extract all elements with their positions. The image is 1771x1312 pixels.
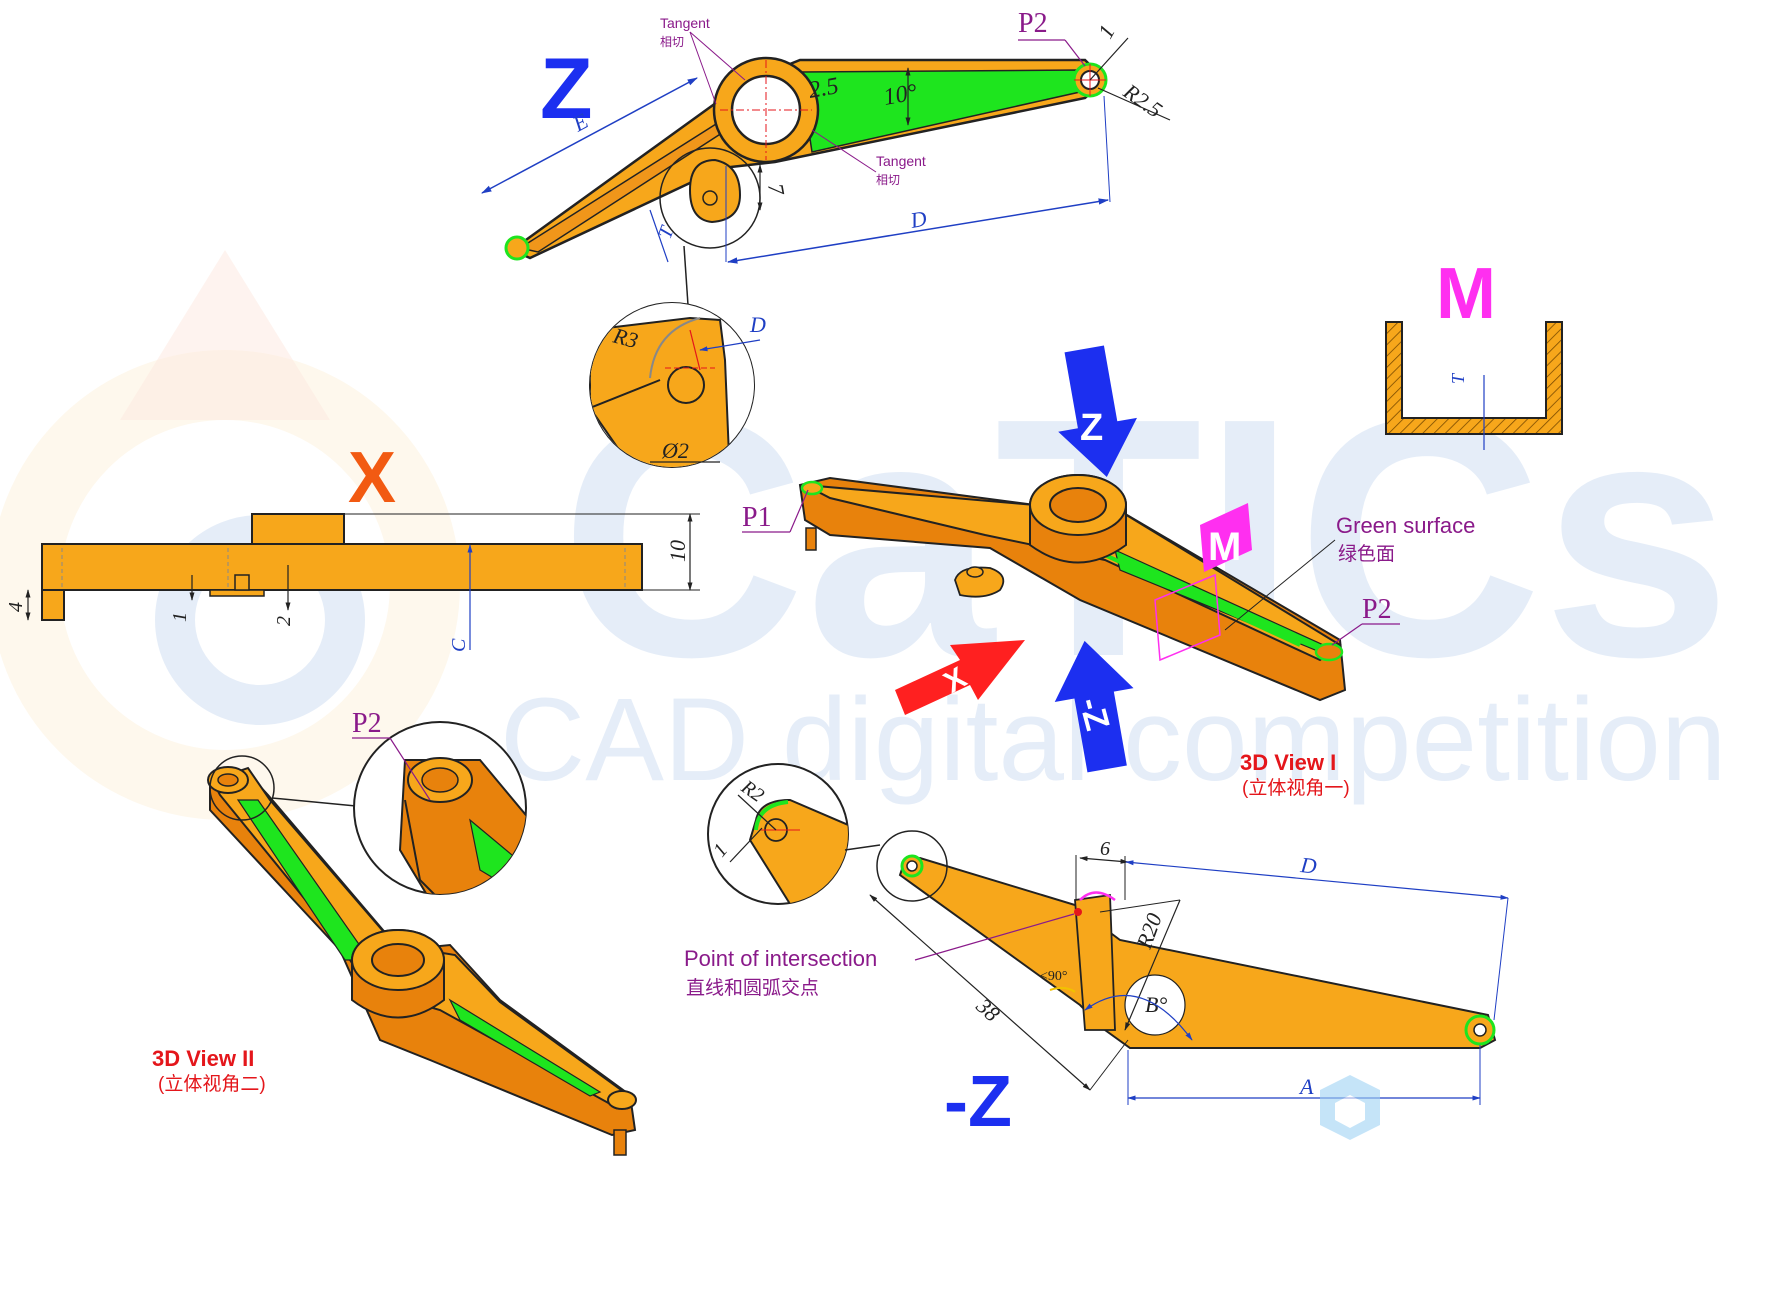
intersection-cn: 直线和圆弧交点	[686, 977, 819, 999]
view-3d-2: P2 3D View II (立体视角二)	[152, 708, 637, 1156]
dim-4: 4	[5, 602, 27, 612]
dim-2-x: 2	[273, 616, 295, 626]
view-3d-1: Z -Z X M P1 P2 Green surface 绿色面 3D View…	[742, 345, 1475, 799]
dim-7: 7	[763, 182, 790, 198]
green-surface-cn: 绿色面	[1338, 543, 1395, 565]
arrow-neg-z-up	[1054, 640, 1134, 773]
green-surface-label: Green surface	[1336, 513, 1475, 538]
dim-25: 2.5	[807, 73, 841, 104]
plane-m-label: M	[1208, 525, 1241, 569]
dim-1-x: 1	[169, 612, 191, 622]
view-neg-z: -Z R2 1 6 D R20	[684, 763, 1509, 1142]
intersection-label: Point of intersection	[684, 946, 877, 971]
cube-logo	[1320, 1075, 1380, 1140]
arrow-z-down	[1058, 345, 1137, 477]
angle-lt90: <90°	[1040, 969, 1068, 984]
dim-38: 38	[971, 992, 1005, 1026]
view-3d-2-title: 3D View II	[152, 1046, 254, 1071]
dim-d-top: D	[908, 206, 929, 234]
tangent-cn-2: 相切	[876, 173, 900, 187]
view-3d-1-title-cn: (立体视角一)	[1242, 777, 1350, 799]
dim-10: 10	[665, 540, 690, 562]
arrow-x	[895, 640, 1025, 715]
detail-dia-2: Ø2	[661, 438, 689, 463]
plane-m-badge	[1200, 503, 1252, 572]
dim-1-top: 1	[1093, 20, 1120, 42]
point-p1: P1	[742, 502, 772, 533]
tangent-label-2: Tangent	[876, 153, 926, 169]
arrow-z-label: Z	[1080, 407, 1103, 449]
green-surface-top	[799, 69, 1081, 153]
section-m: M T	[1385, 254, 1563, 450]
view-neg-z-axis-label: -Z	[944, 1062, 1012, 1142]
dim-c: C	[448, 638, 470, 652]
point-p2-3d2: P2	[352, 708, 382, 739]
view-3d-1-title: 3D View I	[1240, 750, 1336, 775]
section-m-dim-t: T	[1448, 372, 1468, 384]
dim-a: A	[1298, 1074, 1314, 1099]
detail-pin: R3 D Ø2	[589, 302, 766, 468]
tangent-cn-1: 相切	[660, 35, 684, 49]
section-m-label: M	[1436, 254, 1496, 334]
view-z: Z E D 2.5 10° 7 T 1 R	[481, 8, 1171, 306]
dim-6: 6	[1100, 838, 1110, 860]
tangent-label-1: Tangent	[660, 15, 710, 31]
dim-d-negz: D	[1298, 852, 1318, 879]
point-p2-3d1: P2	[1362, 594, 1392, 625]
view-x-axis-label: X	[348, 438, 396, 518]
detail-dim-d: D	[749, 312, 766, 337]
view-x: X 10 4 1 2 C	[5, 438, 700, 652]
dim-angle-10: 10°	[882, 79, 920, 111]
point-p2-top: P2	[1018, 8, 1048, 39]
view-3d-2-title-cn: (立体视角二)	[158, 1073, 266, 1095]
